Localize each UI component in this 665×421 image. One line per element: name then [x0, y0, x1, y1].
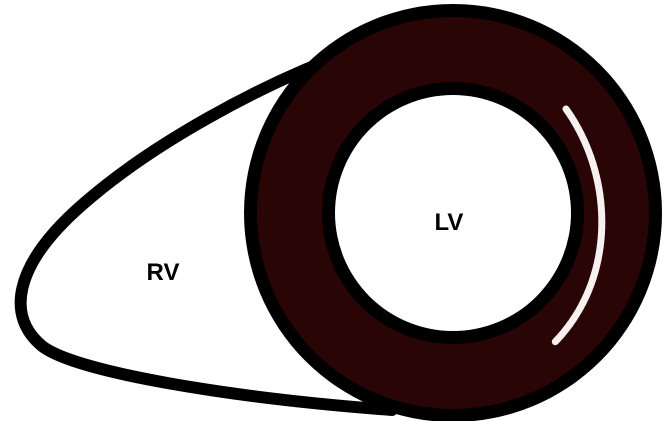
lv-label: LV: [435, 209, 464, 236]
rv-label: RV: [147, 259, 180, 286]
